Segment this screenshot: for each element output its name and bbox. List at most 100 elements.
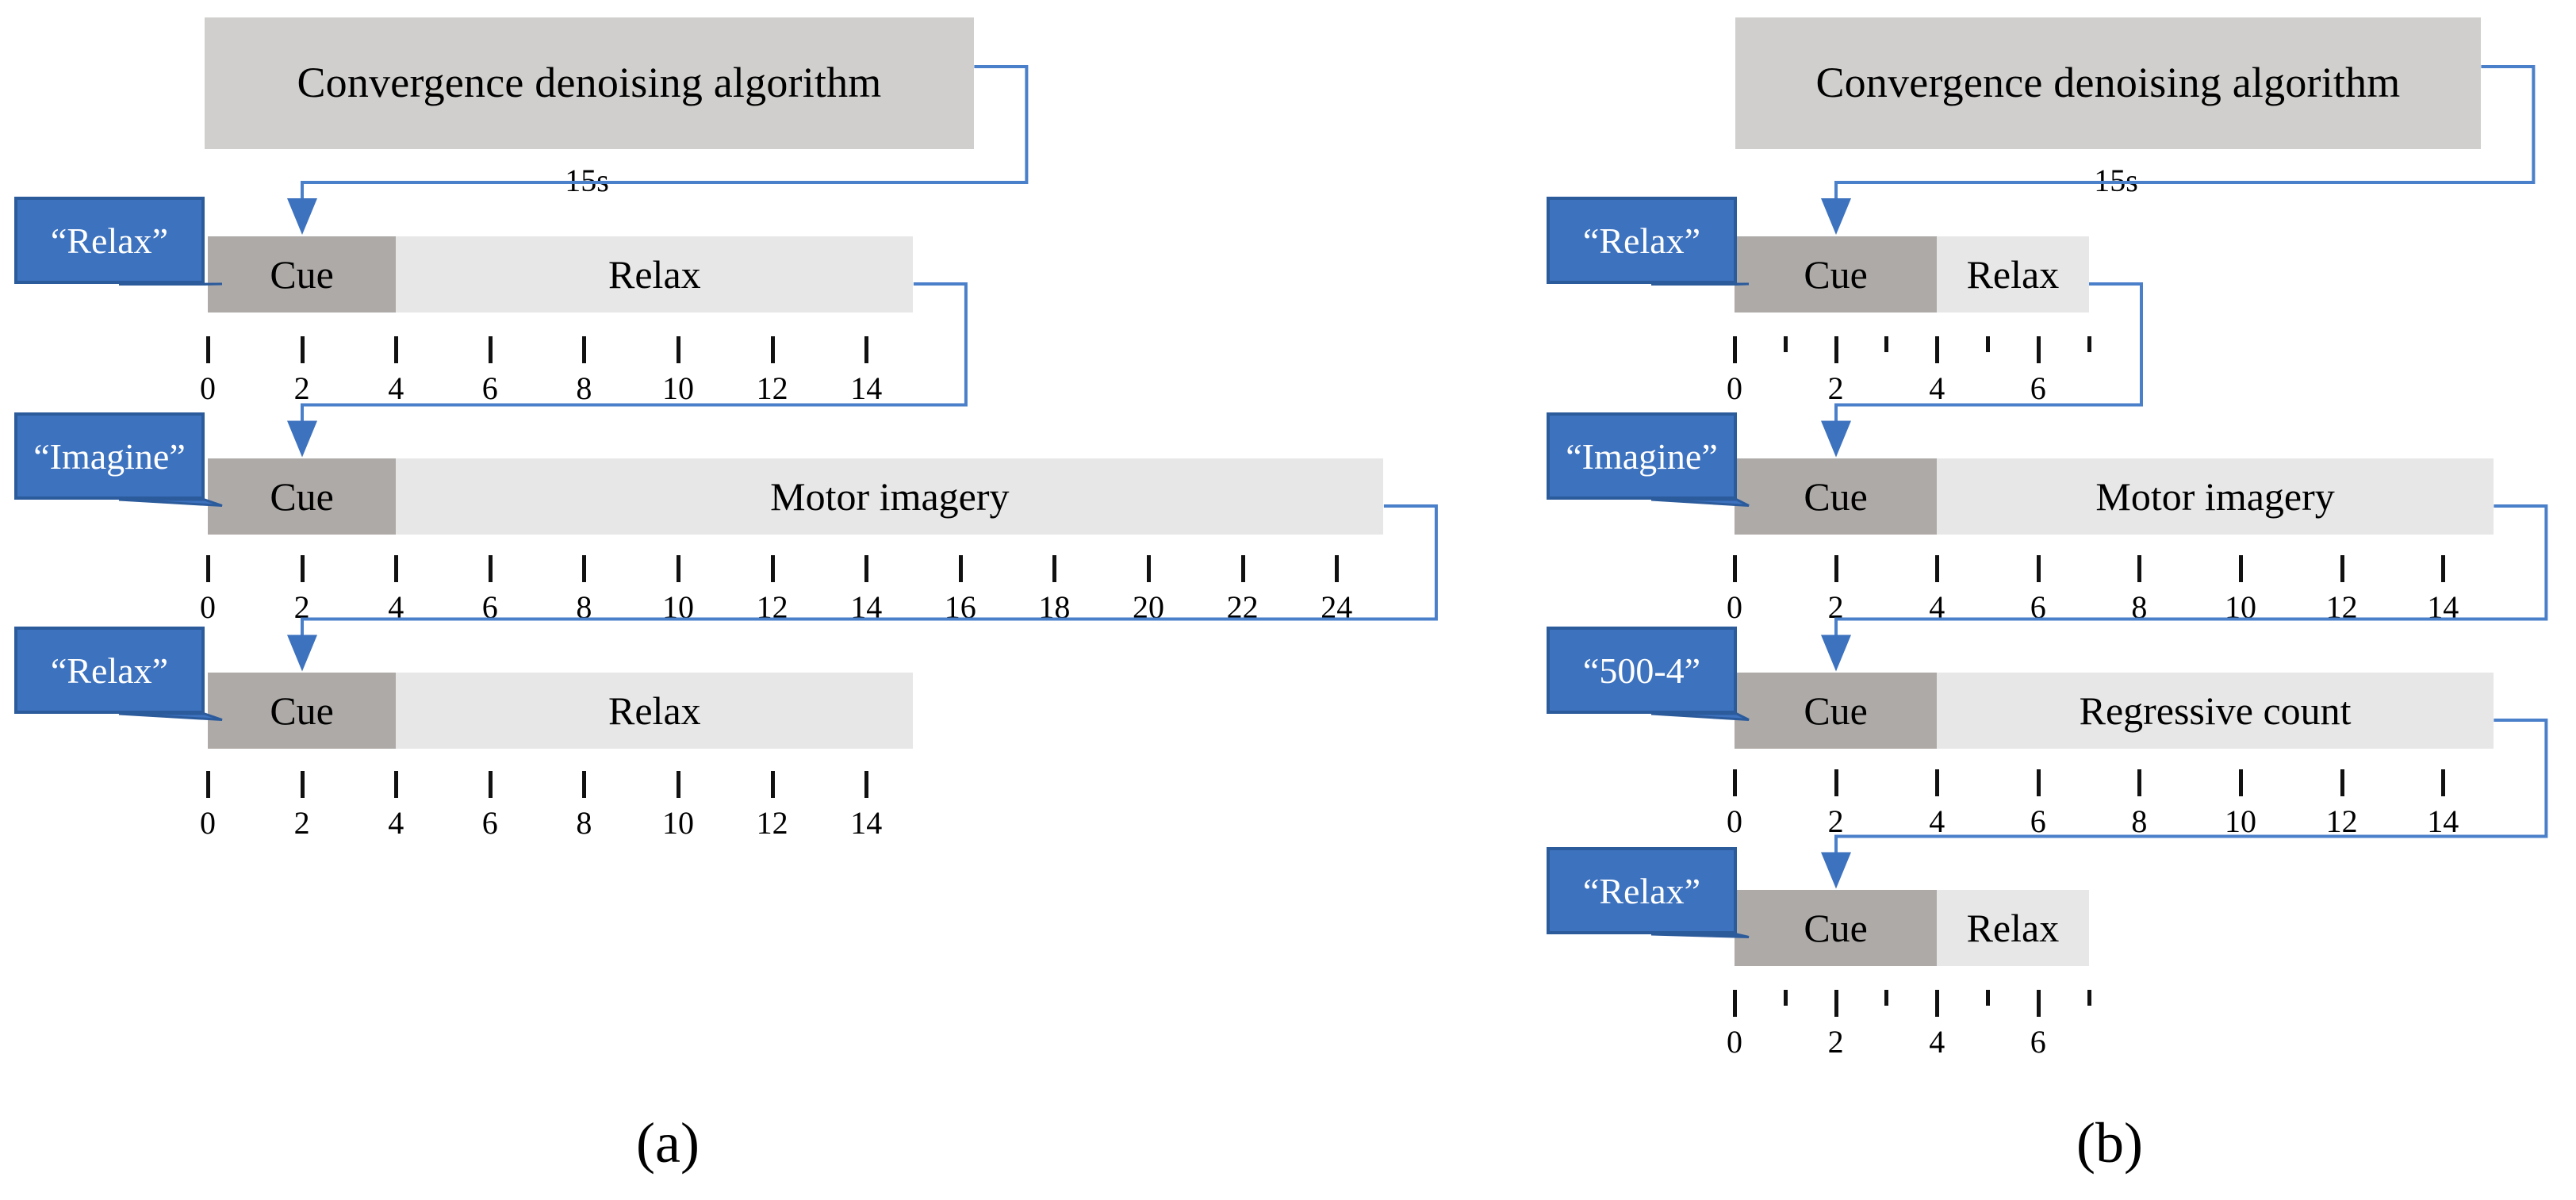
axis-tick-a-relax-1-4 xyxy=(394,336,399,363)
axis-tick-a-relax-2-8 xyxy=(582,771,587,798)
axis-label-a-motor-imagery-18: 18 xyxy=(1038,589,1071,625)
axis-label-a-relax-2-0: 0 xyxy=(200,805,216,841)
axis-label-a-relax-1-4: 4 xyxy=(388,370,404,406)
axis-label-b-relax-2-0: 0 xyxy=(1727,1024,1742,1060)
axis-tick-a-relax-2-2 xyxy=(300,771,305,798)
axis-label-a-motor-imagery-8: 8 xyxy=(576,589,592,625)
axis-tick-b-relax-1-4 xyxy=(1935,336,1940,363)
axis-tick-b-relax-2-1 xyxy=(1783,990,1788,1006)
axis-tick-b-relax-1-1 xyxy=(1783,336,1788,352)
segment-label: Cue xyxy=(1804,474,1868,519)
axis-label-a-motor-imagery-20: 20 xyxy=(1133,589,1164,625)
segment-label: Motor imagery xyxy=(2095,474,2335,519)
axis-label-b-regressive-count-10: 10 xyxy=(2225,803,2256,839)
arrowhead xyxy=(286,420,317,457)
axis-label-b-motor-imagery-6: 6 xyxy=(2030,589,2046,625)
axis-tick-a-relax-2-10 xyxy=(677,771,680,798)
speech-bubble-label: “Relax” xyxy=(50,650,169,691)
speech-bubble-a-motor-imagery: “Imagine” xyxy=(14,412,205,500)
axis-tick-a-motor-imagery-24 xyxy=(1335,555,1340,582)
axis-tick-a-relax-2-12 xyxy=(770,771,775,798)
axis-tick-b-relax-1-3 xyxy=(1884,336,1889,352)
axis-label-a-relax-1-2: 2 xyxy=(293,370,310,406)
axis-label-a-relax-2-14: 14 xyxy=(850,805,883,841)
axis-label-b-relax-2-2: 2 xyxy=(1827,1024,1844,1060)
axis-label-a-motor-imagery-24: 24 xyxy=(1321,589,1353,625)
axis-tick-b-regressive-count-0 xyxy=(1733,769,1737,796)
arrowhead xyxy=(1820,851,1851,888)
segment-label: Cue xyxy=(270,474,334,519)
segment-cue-b-relax-1: Cue xyxy=(1735,236,1938,312)
axis-label-a-motor-imagery-2: 2 xyxy=(293,589,310,625)
axis-tick-a-motor-imagery-22 xyxy=(1240,555,1245,582)
axis-tick-b-motor-imagery-12 xyxy=(2340,555,2344,582)
axis-tick-a-motor-imagery-16 xyxy=(958,555,963,582)
segment-label: Cue xyxy=(270,252,334,297)
axis-tick-b-relax-1-6 xyxy=(2036,336,2041,363)
speech-bubble-label: “Imagine” xyxy=(1566,435,1718,477)
axis-tick-a-motor-imagery-8 xyxy=(582,555,587,582)
axis-tick-b-regressive-count-8 xyxy=(2137,769,2142,796)
axis-tick-a-motor-imagery-20 xyxy=(1147,555,1151,582)
axis-tick-b-motor-imagery-6 xyxy=(2036,555,2041,582)
segment-label: Relax xyxy=(1966,906,2060,950)
algorithm-box-label: Convergence denoising algorithm xyxy=(297,59,882,107)
algorithm-box-b: Convergence denoising algorithm xyxy=(1735,17,2481,149)
axis-label-b-relax-2-6: 6 xyxy=(2030,1024,2046,1060)
axis-tick-a-relax-1-6 xyxy=(488,336,493,363)
arrowhead xyxy=(1820,198,1851,235)
axis-label-a-relax-2-12: 12 xyxy=(756,805,788,841)
axis-label-b-regressive-count-6: 6 xyxy=(2030,803,2046,839)
axis-label-a-relax-1-10: 10 xyxy=(662,370,694,406)
axis-label-b-regressive-count-0: 0 xyxy=(1727,803,1742,839)
segment-label: Cue xyxy=(1804,688,1868,733)
axis-label-b-relax-1-0: 0 xyxy=(1727,370,1742,406)
algorithm-box-a: Convergence denoising algorithm xyxy=(205,17,974,149)
axis-label-b-motor-imagery-14: 14 xyxy=(2427,589,2459,625)
segment-label: Relax xyxy=(608,252,701,297)
axis-label-a-relax-2-2: 2 xyxy=(293,805,310,841)
speech-bubble-a-relax-1: “Relax” xyxy=(14,197,205,284)
segment-task-a-relax-1: Relax xyxy=(396,236,914,312)
interval-label-a: 15s xyxy=(565,163,609,198)
axis-label-b-regressive-count-14: 14 xyxy=(2427,803,2459,839)
axis-tick-b-relax-2-2 xyxy=(1834,990,1838,1017)
axis-tick-b-relax-2-7 xyxy=(2087,990,2091,1006)
axis-tick-a-motor-imagery-2 xyxy=(300,555,305,582)
speech-bubble-label: “500-4” xyxy=(1582,650,1701,691)
axis-tick-a-motor-imagery-6 xyxy=(488,555,493,582)
axis-label-a-motor-imagery-6: 6 xyxy=(481,589,498,625)
interval-label-b: 15s xyxy=(2094,163,2138,198)
speech-bubble-b-relax-2: “Relax” xyxy=(1547,847,1737,934)
segment-cue-b-relax-2: Cue xyxy=(1735,890,1938,966)
axis-tick-b-motor-imagery-2 xyxy=(1834,555,1838,582)
arrowhead xyxy=(1820,420,1851,457)
axis-tick-b-regressive-count-6 xyxy=(2036,769,2041,796)
algorithm-box-label: Convergence denoising algorithm xyxy=(1815,59,2401,107)
axis-tick-b-relax-1-2 xyxy=(1834,336,1838,363)
axis-tick-b-relax-1-5 xyxy=(1986,336,1990,352)
arrowhead xyxy=(286,634,317,671)
segment-cue-a-relax-1: Cue xyxy=(208,236,397,312)
axis-tick-b-motor-imagery-8 xyxy=(2137,555,2142,582)
axis-tick-b-relax-2-3 xyxy=(1884,990,1889,1006)
axis-tick-b-motor-imagery-4 xyxy=(1935,555,1940,582)
axis-tick-b-motor-imagery-0 xyxy=(1733,555,1737,582)
axis-label-a-relax-2-8: 8 xyxy=(576,805,592,841)
axis-label-b-motor-imagery-12: 12 xyxy=(2325,589,2358,625)
axis-tick-b-motor-imagery-14 xyxy=(2441,555,2446,582)
speech-bubble-b-motor-imagery: “Imagine” xyxy=(1547,412,1737,500)
segment-label: Regressive count xyxy=(2079,688,2352,733)
segment-label: Relax xyxy=(608,688,701,733)
axis-label-a-motor-imagery-16: 16 xyxy=(944,589,976,625)
segment-label: Cue xyxy=(270,688,334,733)
axis-label-a-motor-imagery-4: 4 xyxy=(388,589,404,625)
panel-caption-b: (b) xyxy=(2076,1111,2143,1175)
segment-cue-a-motor-imagery: Cue xyxy=(208,458,397,535)
axis-label-b-regressive-count-4: 4 xyxy=(1929,803,1945,839)
axis-label-a-motor-imagery-0: 0 xyxy=(200,589,216,625)
axis-tick-b-relax-2-5 xyxy=(1986,990,1990,1006)
axis-label-b-regressive-count-2: 2 xyxy=(1827,803,1844,839)
axis-label-b-regressive-count-12: 12 xyxy=(2325,803,2358,839)
segment-task-b-motor-imagery: Motor imagery xyxy=(1937,458,2494,535)
